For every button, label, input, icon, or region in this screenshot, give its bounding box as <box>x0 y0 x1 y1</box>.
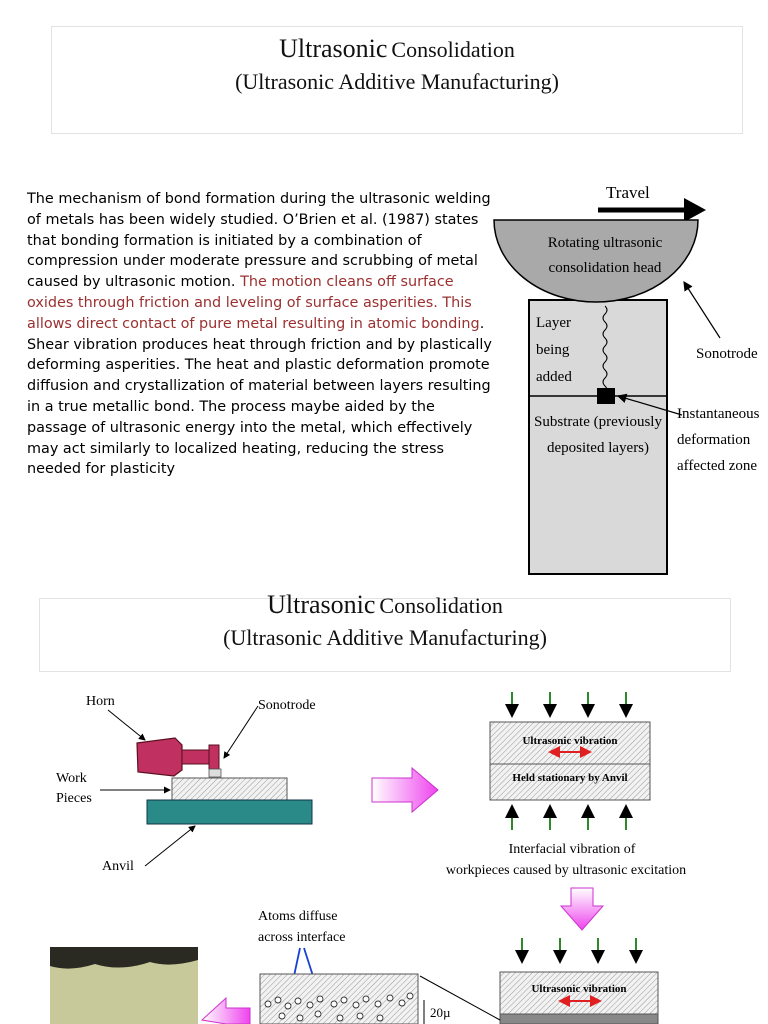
anvil-pointer <box>144 825 196 867</box>
process-arrow-left <box>200 996 251 1024</box>
layer-label-3: added <box>536 369 572 385</box>
sonotrode-label-2: Sonotrode <box>258 698 316 713</box>
caption-line-1: Interfacial vibration of <box>509 842 636 857</box>
micrograph-top <box>50 947 198 969</box>
atoms-label-2: across interface <box>258 930 345 945</box>
horn-label: Horn <box>86 694 115 709</box>
head-label-1: Rotating ultrasonic <box>548 235 663 251</box>
horn-neck <box>181 749 211 765</box>
vibration-wave <box>602 305 608 395</box>
vibration-label-1: Ultrasonic vibration <box>522 735 617 747</box>
zone-pointer <box>616 393 683 416</box>
consolidation-diagram: Travel Rotating ultrasonic consolidation… <box>493 183 760 575</box>
sonotrode-pointer-2 <box>223 705 259 759</box>
travel-arrowhead <box>684 198 706 222</box>
caption-line-2: workpieces caused by ultrasonic excitati… <box>446 863 686 878</box>
slide1-title-box: Ultrasonic Consolidation (Ultrasonic Add… <box>51 26 743 134</box>
slide2-title: Ultrasonic Consolidation <box>267 590 503 619</box>
zone-label-1: Instantaneous <box>677 406 760 422</box>
work-label-2: Pieces <box>56 791 92 806</box>
process-arrow-right <box>371 766 439 814</box>
slide2-title-box: Ultrasonic Consolidation (Ultrasonic Add… <box>39 591 731 672</box>
sonotrode-label: Sonotrode <box>696 346 758 362</box>
layer-label-1: Layer <box>536 315 571 331</box>
scale-label: 20µ <box>430 1005 451 1020</box>
sonotrode-pointer <box>683 280 721 339</box>
zoom-line <box>419 975 501 1021</box>
held-label: Held stationary by Anvil <box>512 772 627 784</box>
horn-tip-teeth <box>208 768 222 778</box>
slide2-subtitle: (Ultrasonic Additive Manufacturing) <box>223 625 547 650</box>
slide1-subtitle: (Ultrasonic Additive Manufacturing) <box>235 69 559 94</box>
horn-pointer <box>107 709 146 741</box>
zone-label-3: affected zone <box>677 458 757 474</box>
sonotrode-tip <box>208 744 220 770</box>
substrate-label-1: Substrate (previously <box>534 414 662 430</box>
welding-process-diagram: Horn Sonotrode Work Pieces Anvil Ultraso… <box>50 692 686 1024</box>
consolidation-head <box>493 219 699 303</box>
slide1-paragraph: The mechanism of bond formation during t… <box>27 191 492 478</box>
vibration-box-1 <box>489 692 651 830</box>
stack-block <box>528 299 668 575</box>
work-pieces <box>171 777 288 801</box>
anvil-block <box>146 799 313 825</box>
horn-body <box>136 737 183 777</box>
atoms-label-1: Atoms diffuse <box>258 909 337 924</box>
zone-label-2: deformation <box>677 432 751 448</box>
vibration-box-2 <box>499 938 659 1024</box>
layer-label-2: being <box>536 342 570 358</box>
travel-label: Travel <box>606 183 650 202</box>
head-label-2: consolidation head <box>549 260 662 276</box>
substrate-label-2: deposited layers) <box>547 440 649 456</box>
atoms <box>264 992 414 1022</box>
work-label-1: Work <box>56 771 87 786</box>
anvil-label: Anvil <box>102 859 134 874</box>
deformation-zone <box>597 388 615 404</box>
highlight-text: The motion cleans off surface oxides thr… <box>27 274 480 332</box>
vibration-label-2: Ultrasonic vibration <box>531 983 626 995</box>
slide1-title: Ultrasonic Consolidation <box>279 34 515 63</box>
process-arrow-down <box>559 887 605 931</box>
